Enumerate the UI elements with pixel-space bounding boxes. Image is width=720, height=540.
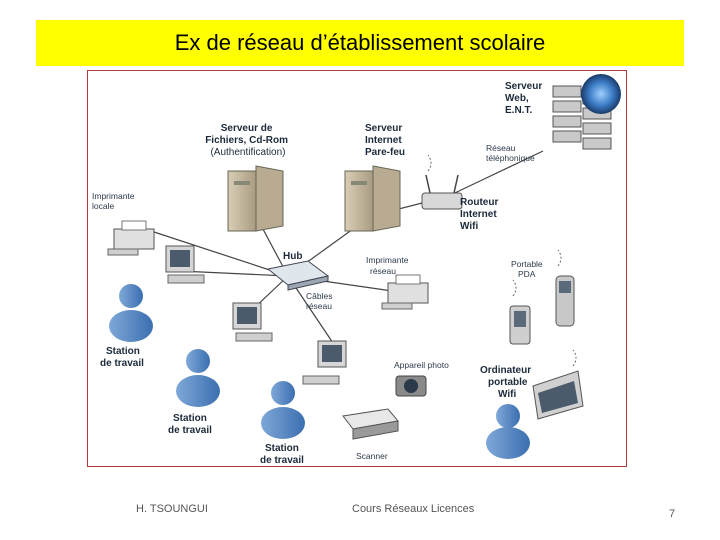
wireless-signals bbox=[427, 154, 577, 367]
internet-server-icon bbox=[344, 165, 401, 232]
label-workstation-3: Station de travail bbox=[260, 443, 304, 466]
user-icon bbox=[486, 404, 530, 459]
user-icon bbox=[261, 381, 305, 439]
label-router: Routeur Internet Wifi bbox=[460, 197, 501, 232]
scanner-icon bbox=[342, 408, 399, 440]
label-network-printer: Imprimante réseau bbox=[366, 255, 411, 276]
slide-title: Ex de réseau d’établissement scolaire bbox=[174, 30, 546, 55]
local-printer-icon bbox=[107, 220, 155, 256]
label-cables: Câbles réseau bbox=[306, 291, 335, 311]
computer-icon bbox=[165, 245, 205, 284]
pda-icon bbox=[509, 305, 531, 345]
router-icon bbox=[421, 174, 463, 210]
computer-icon bbox=[302, 340, 347, 385]
laptop-icon bbox=[532, 370, 584, 420]
label-web-server: Serveur Web, E.N.T. bbox=[505, 81, 545, 116]
page-number: 7 bbox=[669, 508, 676, 520]
slide-title-bar: Ex de réseau d’établissement scolaire bbox=[36, 20, 684, 66]
computer-icon bbox=[232, 302, 273, 342]
label-pda: Portable PDA bbox=[511, 259, 545, 279]
network-diagram: Serveur de Fichiers, Cd-Rom (Authentific… bbox=[87, 70, 627, 467]
label-phone-network: Réseau téléphonique bbox=[486, 143, 535, 163]
label-hub: Hub bbox=[283, 251, 302, 262]
label-workstation-2: Station de travail bbox=[168, 413, 212, 436]
phone-icon bbox=[555, 275, 575, 327]
label-local-printer: Imprimante locale bbox=[92, 191, 137, 211]
hub-icon bbox=[266, 260, 330, 291]
label-internet-server: Serveur Internet Pare-feu bbox=[365, 123, 405, 158]
camera-icon bbox=[395, 375, 427, 397]
network-printer-icon bbox=[381, 274, 429, 310]
label-workstation-1: Station de travail bbox=[100, 346, 144, 369]
label-camera: Appareil photo bbox=[394, 360, 449, 370]
globe-icon bbox=[581, 74, 621, 114]
file-server-icon bbox=[227, 165, 284, 232]
label-laptop: Ordinateur portable Wifi bbox=[480, 365, 534, 400]
label-scanner: Scanner bbox=[356, 451, 388, 461]
footer-course: Cours Réseaux Licences bbox=[352, 503, 475, 515]
user-icon bbox=[109, 284, 153, 342]
label-file-server: Serveur de Fichiers, Cd-Rom (Authentific… bbox=[205, 123, 291, 158]
user-icon bbox=[176, 349, 220, 407]
footer-author: H. TSOUNGUI bbox=[136, 503, 208, 515]
